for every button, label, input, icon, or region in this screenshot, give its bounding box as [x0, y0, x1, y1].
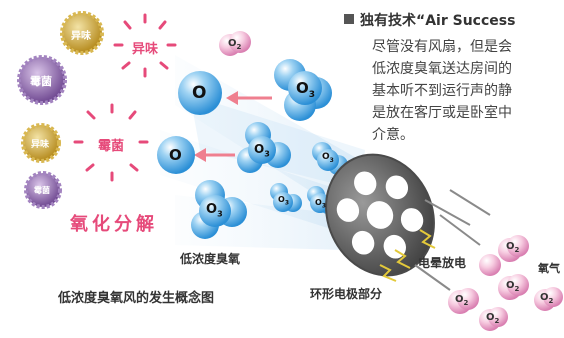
badge-mold-1: [17, 55, 67, 105]
ozone-small-3-symbol: O: [315, 198, 322, 207]
o2-1-sub: 2: [514, 246, 520, 254]
arrow-to-o-bottom: [194, 148, 235, 162]
oxidation-label: 氧化分解: [70, 214, 158, 235]
ozone-molecule-large-3: [191, 180, 247, 239]
o2-4-sub: 2: [548, 297, 554, 305]
ozone-large-2-symbol: O: [254, 142, 265, 156]
o2-3-sub: 2: [514, 285, 520, 293]
low-ozone-label: 低浓度臭氧: [180, 252, 241, 266]
o2-6-symbol: O: [486, 312, 495, 323]
o2-molecule-2: [479, 254, 501, 276]
o2-top-sub: 2: [236, 43, 242, 51]
o2-molecule-5: [448, 288, 479, 314]
o2-4-symbol: O: [540, 292, 549, 303]
o2-top-label: O2: [228, 38, 241, 51]
desc-line-5: 介意。: [372, 127, 414, 143]
badge-mold-2-label: 霉菌: [34, 186, 50, 195]
desc-line-4: 是放在客厅或是卧室中: [372, 105, 512, 121]
oxygen-atom-2: [157, 136, 195, 174]
ozone-small-1-sub: 3: [329, 156, 334, 164]
ozone-small-2-sub: 3: [284, 199, 289, 207]
arrow-to-o-top: [226, 91, 272, 105]
odor-burst: [113, 13, 177, 78]
oxygen-atom-1: [178, 71, 222, 115]
oxygen-atom-1-label: O: [192, 83, 207, 103]
o2-5-symbol: O: [455, 294, 464, 305]
ozone-large-2-sub: 3: [264, 149, 270, 159]
badge-odor-1: [60, 11, 104, 55]
concept-caption: 低浓度臭氧风的发生概念图: [58, 291, 215, 306]
ozone-large-3-symbol: O: [206, 202, 218, 217]
badge-mold-1-label: 霉菌: [30, 75, 52, 88]
o2-6-sub: 2: [494, 317, 500, 325]
o2-4-label: O2: [540, 292, 553, 305]
badge-odor-2-label: 异味: [31, 140, 50, 150]
badge-odor-2: [21, 123, 61, 163]
electrode-pins: [414, 189, 491, 291]
desc-line-2: 低浓度臭氧送达房间的: [372, 61, 512, 77]
mold-burst: [73, 103, 149, 182]
feature-heading: 独有技术“Air Success: [344, 10, 515, 30]
ozone-small-1-symbol: O: [322, 152, 330, 162]
ozone-small-3-label: O3: [315, 198, 326, 210]
ozone-large-1-symbol: O: [296, 79, 309, 97]
oxygen-atom-2-label: O: [169, 146, 182, 164]
ozone-large-3-label: O3: [206, 202, 223, 219]
ozone-molecule-large-2: [237, 122, 291, 173]
o2-3-label: O2: [506, 280, 519, 293]
desc-line-3: 基本听不到运行声的静: [372, 83, 512, 99]
heading-bullet: [344, 14, 354, 24]
ozone-large-3-sub: 3: [217, 209, 223, 219]
ozone-molecule-large-1: [274, 59, 332, 121]
o2-molecule-top: [219, 31, 251, 56]
ozone-small-3-sub: 3: [321, 202, 326, 210]
ring-electrode-disc: [325, 153, 435, 277]
odor-burst-label: 异味: [132, 42, 159, 57]
ozone-large-2-label: O3: [254, 142, 270, 158]
oxygen-label: 氧气: [538, 262, 560, 275]
o2-top-symbol: O: [228, 38, 237, 49]
ozone-small-2-label: O3: [278, 195, 289, 207]
o2-3-symbol: O: [506, 280, 515, 291]
o2-6-label: O2: [486, 312, 499, 325]
o2-1-label: O2: [506, 241, 519, 254]
corona-discharge-sparks: [379, 229, 436, 282]
o2-1-symbol: O: [506, 241, 515, 252]
ozone-small-1-label: O3: [322, 152, 334, 164]
ozone-small-2-symbol: O: [278, 195, 285, 204]
badge-mold-2: [24, 171, 62, 209]
desc-line-1: 尽管没有风扇，但是会: [372, 39, 512, 55]
ozone-molecule-small-2: [270, 183, 302, 212]
o2-molecule-3: [498, 274, 529, 300]
o2-molecule-4: [534, 287, 563, 311]
o2-5-sub: 2: [463, 299, 469, 307]
electrode-label: 环形电极部分: [310, 287, 383, 301]
ozone-large-1-sub: 3: [308, 90, 316, 100]
ozone-large-1-label: O3: [296, 79, 315, 100]
o2-molecule-6: [479, 307, 508, 331]
feature-heading-text: 独有技术“Air Success: [360, 13, 516, 29]
corona-discharge-label: 电晕放电: [418, 256, 467, 270]
o2-molecule-1: [498, 235, 529, 262]
mold-burst-label: 霉菌: [98, 139, 125, 154]
o2-5-label: O2: [455, 294, 468, 307]
badge-odor-1-label: 异味: [71, 31, 91, 42]
